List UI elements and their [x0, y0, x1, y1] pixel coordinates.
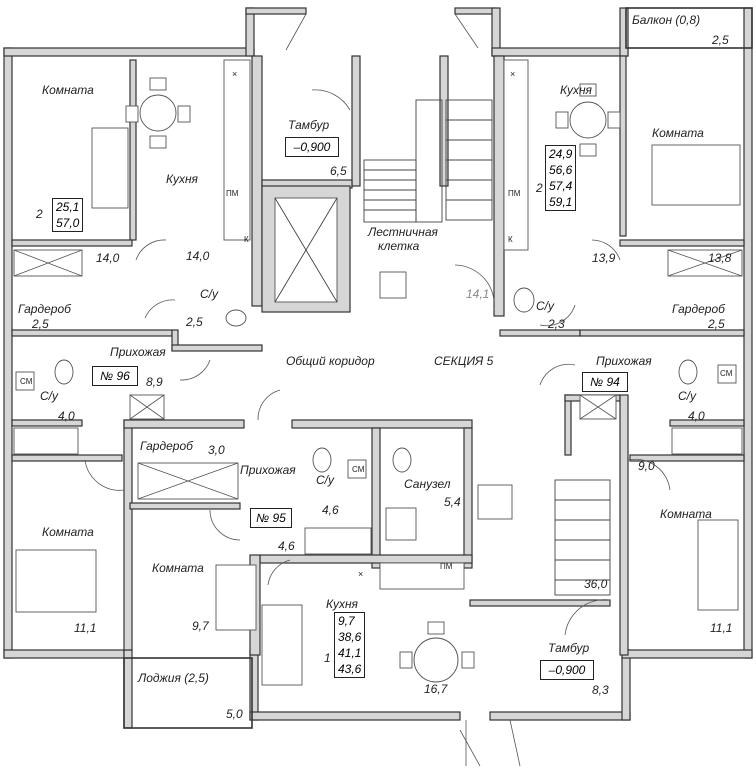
corridor-name: Общий коридор — [286, 354, 375, 368]
mid-sanuzel-area: 5,4 — [444, 495, 461, 509]
nw-kitchen-area: 14,0 — [186, 249, 210, 263]
e-hall-name: Прихожая — [596, 354, 652, 368]
mid-apartment-rooms: 1 — [324, 651, 331, 665]
w-hall-apt: № 96 — [92, 366, 138, 386]
ne-apartment-area-3: 57,4 — [549, 179, 573, 193]
e-wardrobe-name: Гардероб — [672, 302, 725, 316]
se-room-area: 11,1 — [710, 621, 733, 635]
ne-apartment-area-1: 24,9 — [549, 147, 573, 161]
mid-room-name: Комната — [152, 561, 204, 575]
mid-kitchen-area: 16,7 — [424, 682, 448, 696]
k-tag-nw: К — [244, 235, 249, 244]
nw-bath-name: С/у — [200, 287, 218, 301]
ne-kitchen-area: 13,9 — [592, 251, 616, 265]
e-bath2-area: 4,0 — [688, 409, 705, 423]
mid-room-area: 9,7 — [192, 619, 209, 633]
balcony-name: Балкон (0,8) — [632, 13, 701, 27]
sm-tag-e: СМ — [720, 369, 733, 378]
nw-room-name: Комната — [42, 83, 94, 97]
mid-kitchen-name: Кухня — [326, 597, 358, 611]
tambur-top-level: –0,900 — [285, 137, 339, 157]
stair-name-2: клетка — [378, 239, 420, 253]
sm-tag-w: СМ — [20, 377, 33, 386]
nw-room-area: 14,0 — [96, 251, 120, 265]
x-tag-mid: × — [358, 569, 364, 579]
e-bath2-name: С/у — [678, 389, 696, 403]
sw-room-name: Комната — [42, 525, 94, 539]
elevator-shaft — [261, 185, 351, 313]
interior-walls — [11, 55, 745, 656]
ne-apartment-areas: 24,9 56,6 57,4 59,1 — [545, 145, 577, 211]
tambur-top-name: Тамбур — [288, 118, 330, 132]
mid-apartment-areas: 9,7 38,6 41,1 43,6 — [334, 612, 366, 678]
ne-bath-area: 2,3 — [548, 317, 565, 331]
section-name: СЕКЦИЯ 5 — [434, 354, 494, 368]
e-hall-area: 9,0 — [638, 459, 655, 473]
se-room-name: Комната — [660, 507, 712, 521]
w-bath2-name: С/у — [40, 389, 58, 403]
tambur-bottom-name: Тамбур — [548, 641, 590, 655]
ne-apartment-area-2: 56,6 — [549, 163, 573, 177]
w-wardrobe-name: Гардероб — [18, 302, 71, 316]
tambur-bottom-area: 8,3 — [592, 683, 609, 697]
ne-apartment-area-4: 59,1 — [549, 195, 573, 209]
stair-name-1: Лестничная — [368, 225, 438, 239]
x-tag-nw: × — [232, 69, 238, 79]
ne-room-name: Комната — [652, 126, 704, 140]
w-bath2-area: 4,0 — [58, 409, 75, 423]
mid-wardrobe-area: 3,0 — [208, 443, 225, 457]
w-hall-name: Прихожая — [110, 345, 166, 359]
sm-tag-mid: СМ — [352, 465, 365, 474]
nw-apartment-area-2: 57,0 — [56, 216, 80, 230]
ne-bath-name: С/у — [536, 299, 554, 313]
x-tag-ne: × — [510, 69, 516, 79]
pm-tag-mid: ПМ — [440, 562, 453, 571]
ne-room-area: 13,8 — [708, 251, 732, 265]
mid-bath-area: 4,6 — [322, 503, 339, 517]
ne-kitchen-name: Кухня — [560, 83, 592, 97]
nw-bath-area: 2,5 — [186, 315, 203, 329]
mid-bath-name: С/у — [316, 473, 334, 487]
nw-kitchen-name: Кухня — [166, 172, 198, 186]
door-swings — [84, 13, 671, 767]
mid-hall-name: Прихожая — [240, 463, 296, 477]
staircase-bottom — [477, 479, 611, 596]
k-tag-ne: К — [508, 235, 513, 244]
nw-apartment-areas: 25,1 57,0 — [52, 198, 84, 232]
w-wardrobe-area: 2,5 — [32, 317, 49, 331]
nw-apartment-rooms: 2 — [36, 207, 43, 221]
e-wardrobe-area: 2,5 — [708, 317, 725, 331]
tambur-top-area: 6,5 — [330, 164, 347, 178]
mid-apartment-area-3: 41,1 — [338, 646, 362, 660]
pm-tag-ne: ПМ — [508, 189, 521, 198]
staircase-top — [363, 99, 493, 299]
sw-room-area: 11,1 — [74, 621, 97, 635]
nw-apartment-area-1: 25,1 — [56, 200, 80, 214]
pm-tag-nw: ПМ — [226, 189, 239, 198]
mid-apartment-area-4: 43,6 — [338, 662, 362, 676]
mid-hall-area: 4,6 — [278, 539, 295, 553]
stair2-area: 36,0 — [584, 577, 608, 591]
tambur-bottom-level: –0,900 — [540, 660, 594, 680]
mid-apartment-area-2: 38,6 — [338, 630, 362, 644]
w-hall-area: 8,9 — [146, 375, 163, 389]
furniture — [13, 59, 743, 686]
ne-apartment-rooms: 2 — [536, 181, 543, 195]
loggia-area: 5,0 — [226, 707, 243, 721]
mid-apartment-area-1: 9,7 — [338, 614, 355, 628]
mid-hall-apt: № 95 — [250, 508, 292, 528]
stair-area: 14,1 — [466, 287, 490, 301]
mid-wardrobe-name: Гардероб — [140, 439, 193, 453]
mid-sanuzel-name: Санузел — [404, 477, 451, 491]
balcony-area: 2,5 — [712, 33, 729, 47]
e-hall-apt: № 94 — [582, 372, 628, 392]
loggia-name: Лоджия (2,5) — [138, 671, 209, 685]
